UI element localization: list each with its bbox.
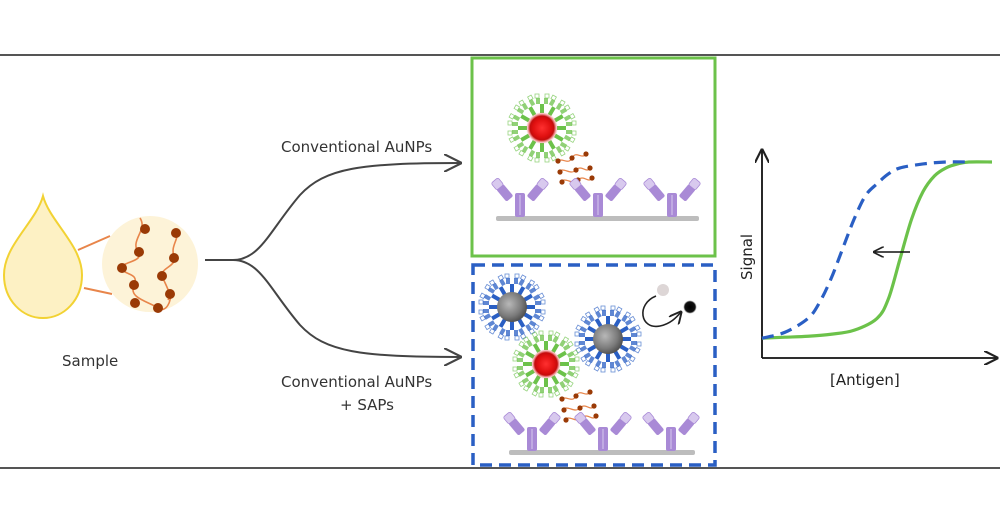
zoom-connector-bottom: [83, 287, 113, 295]
ligand-icon: [584, 306, 603, 328]
ligand-icon: [547, 139, 566, 162]
ligand-icon: [619, 344, 641, 363]
ligand-icon: [557, 369, 579, 388]
conversion-arrow-icon: [642, 295, 681, 328]
ligand-icon: [513, 340, 535, 359]
sample-label: Sample: [62, 352, 118, 370]
x-axis-label: [Antigen]: [830, 371, 900, 389]
ligand-icon: [613, 306, 632, 328]
panel-aunps-plus-saps: [471, 263, 717, 467]
ligand-icon: [600, 305, 616, 325]
particle-core: [497, 292, 527, 322]
branch-arrows: [205, 163, 460, 357]
sap-particle-icon: [478, 273, 546, 341]
particle-core: [526, 112, 558, 144]
ligand-icon: [538, 330, 554, 350]
light-dot-icon: [657, 284, 669, 296]
series-line-conventional-aunps: [761, 160, 993, 340]
ligand-icon: [560, 356, 580, 372]
ligand-icon: [522, 331, 541, 353]
ligand-icon: [619, 315, 641, 334]
ligand-icon: [508, 133, 531, 152]
ligand-icon: [522, 375, 541, 397]
ligand-icon: [504, 273, 520, 293]
bottom-divider: [0, 467, 1000, 469]
ligand-icon: [478, 299, 498, 315]
ligand-icon: [518, 139, 537, 162]
series-line-aunps-plus-saps: [761, 160, 970, 340]
capture-surface: [509, 450, 695, 455]
branch-top-label: Conventional AuNPs: [281, 138, 432, 156]
ligand-icon: [622, 331, 642, 347]
dose-response-chart: Signal [Antigen]: [738, 150, 997, 389]
ligand-icon: [538, 378, 554, 398]
gold-nanoparticle-icon: [512, 330, 580, 398]
particle-core: [531, 349, 561, 379]
ligand-icon: [551, 375, 570, 397]
ligand-icon: [517, 318, 536, 340]
ligand-icon: [523, 312, 545, 331]
branch-bottom-label-line1: Conventional AuNPs: [281, 373, 432, 391]
ligand-icon: [584, 350, 603, 372]
ligand-icon: [512, 356, 532, 372]
ligand-icon: [557, 340, 579, 359]
y-axis-label: Signal: [738, 234, 756, 280]
ligand-icon: [523, 283, 545, 302]
ligand-icon: [557, 120, 577, 136]
particle-core: [593, 324, 623, 354]
ligand-icon: [518, 94, 537, 117]
ligand-icon: [534, 93, 550, 113]
ligand-icon: [600, 353, 616, 373]
ligand-icon: [613, 350, 632, 372]
branch-arrow-top: [205, 163, 460, 261]
ligand-icon: [504, 321, 520, 341]
ligand-icon: [479, 312, 501, 331]
ligand-icon: [534, 143, 550, 163]
branch-arrow-bottom: [232, 259, 460, 357]
ligand-icon: [553, 133, 576, 152]
antigen-magnified-icon: [102, 216, 198, 313]
ligand-icon: [507, 120, 527, 136]
ligand-icon: [508, 104, 531, 123]
panel-conventional-aunps: [470, 56, 717, 258]
sample-droplet-icon: [2, 192, 84, 320]
panel-top-border: [470, 56, 717, 258]
ligand-icon: [526, 299, 546, 315]
ligand-icon: [488, 274, 507, 296]
sap-particle-icon: [574, 305, 642, 373]
ligand-icon: [513, 369, 535, 388]
ligand-icon: [488, 318, 507, 340]
ligand-icon: [575, 315, 597, 334]
top-divider: [0, 54, 1000, 56]
ligand-icon: [479, 283, 501, 302]
ligand-icon: [553, 104, 576, 123]
ligand-icon: [574, 331, 594, 347]
dark-dot-icon: [683, 300, 697, 314]
gold-nanoparticle-icon: [507, 93, 577, 163]
zoom-connector-top: [77, 235, 111, 251]
ligand-icon: [517, 274, 536, 296]
branch-bottom-label-line2: + SAPs: [340, 396, 394, 414]
capture-surface: [496, 216, 699, 221]
ligand-icon: [551, 331, 570, 353]
ligand-icon: [547, 94, 566, 117]
